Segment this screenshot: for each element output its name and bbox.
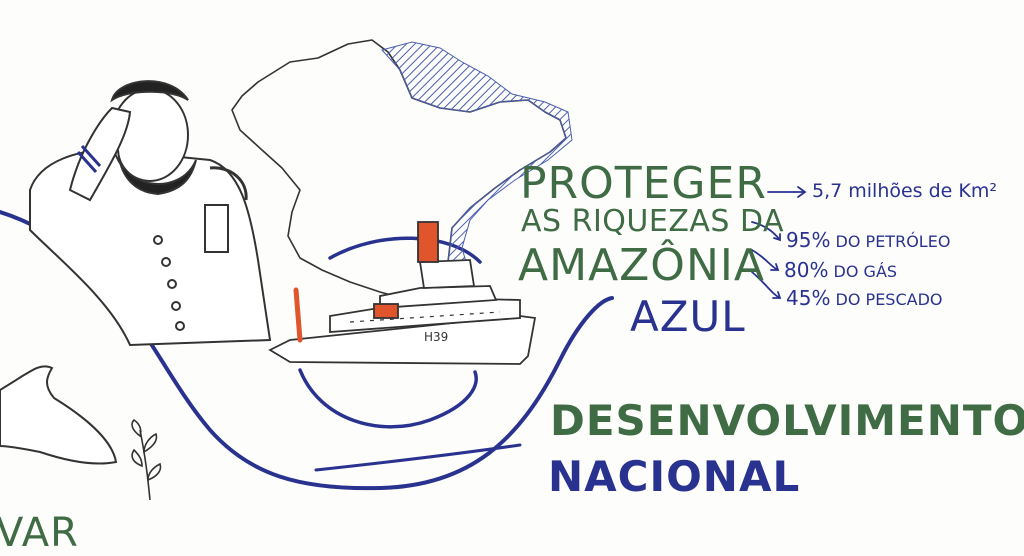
stat-petroleo-label: DO PETRÓLEO [835, 232, 951, 251]
stat-gas: 80% DO GÁS [784, 258, 897, 282]
ship-hull-number: H39 [424, 330, 449, 344]
headline-line-1: PROTEGER [520, 158, 767, 209]
stat-gas-label: DO GÁS [833, 262, 898, 281]
wave-swash [314, 443, 522, 472]
stat-pescado: 45% DO PESCADO [786, 286, 943, 310]
stat-petroleo: 95% DO PETRÓLEO [786, 228, 950, 252]
stat-pescado-pct: 45% [786, 286, 831, 310]
headline-line-2: AS RIQUEZAS DA [521, 204, 785, 239]
ship-illustration [268, 221, 537, 365]
stat-gas-pct: 80% [784, 258, 829, 282]
headline-line-3: AMAZÔNIA [518, 240, 765, 291]
bottom-line-1: DESENVOLVIMENTO [550, 396, 1024, 445]
left-text-fragment: VAR [0, 510, 79, 556]
stat-area: 5,7 milhões de Km² [812, 180, 997, 202]
bottom-line-2: NACIONAL [548, 452, 801, 501]
ship-circle [298, 236, 482, 429]
stat-petroleo-pct: 95% [786, 228, 831, 252]
headline-line-4: AZUL [630, 292, 746, 341]
stat-arrows [751, 186, 807, 299]
brazil-map [231, 39, 567, 301]
plant-illustration [131, 418, 162, 501]
dolphin-illustration [0, 365, 118, 465]
admiral-illustration [29, 80, 272, 347]
stat-pescado-label: DO PESCADO [835, 290, 943, 309]
